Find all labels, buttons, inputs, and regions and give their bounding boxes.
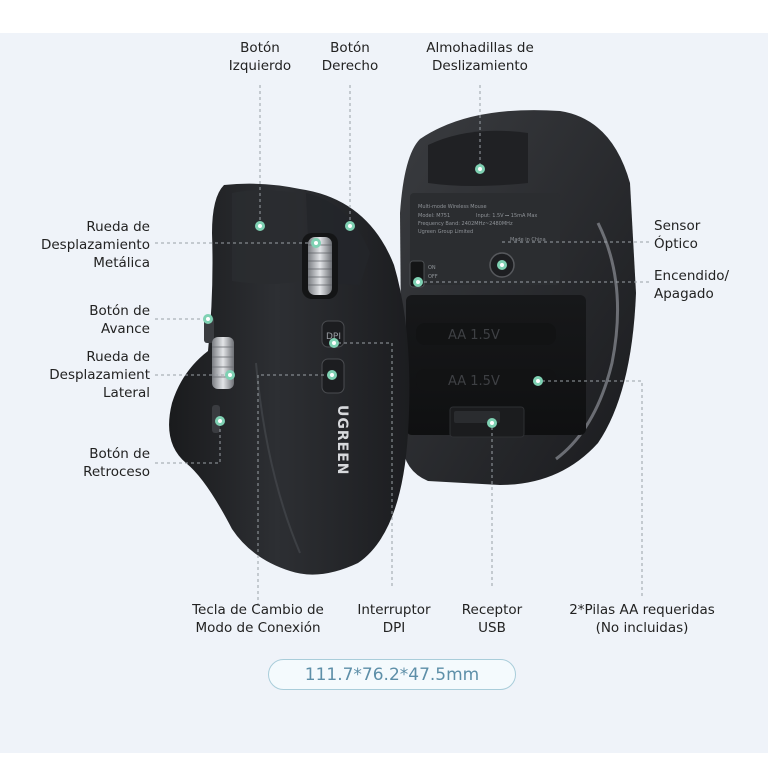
glide-pad-top [428,130,528,186]
label-origin: Made in China [510,237,546,243]
label-batteries: 2*Pilas AA requeridas (No incluidas) [569,602,715,636]
metal-scroll-wheel [308,237,332,295]
mouse-underside: Multi-mode Wireless Mouse Model: M751 In… [400,110,636,485]
label-glide-pads: Almohadillas de Deslizamiento [426,40,534,74]
mouse-top: DPI UGREEN [169,183,410,575]
leader-lines [155,85,650,606]
dimensions-text: 111.7*76.2*47.5mm [304,664,480,685]
product-canvas: Multi-mode Wireless Mouse Model: M751 In… [0,33,768,753]
hotspot-back-button [215,416,225,426]
specs-plate [410,193,560,285]
hotspot-batteries [533,376,543,386]
label-usb-receiver: Receptor USB [461,602,523,636]
hotspot-mode-switch [327,370,337,380]
hotspot-metal-wheel [311,238,321,248]
hotspot-optical-sensor [497,260,507,270]
hotspot-forward-button [203,314,213,324]
hotspot-dpi [329,338,339,348]
specs-text: Multi-mode Wireless Mouse Model: M751 In… [418,204,546,243]
battery-1 [416,323,556,345]
hotspot-glide-pads [475,164,485,174]
label-dpi: Interruptor DPI [357,602,431,636]
brand-logo: UGREEN [334,405,350,475]
dimensions-badge: 111.7*76.2*47.5mm [268,659,516,690]
label-side-wheel: Rueda de Desplazamient Lateral [49,349,150,401]
label-company: Ugreen Group Limited [418,229,473,235]
label-back-button: Botón de Retroceso [83,446,150,480]
dpi-marking: DPI [326,332,341,342]
label-freq: Frequency Band: 2402MHz~2480MHz [418,221,513,227]
battery-marking-2: AA 1.5V [448,374,500,389]
hotspot-side-wheel [225,370,235,380]
label-left-button: Botón Izquierdo [228,40,292,74]
label-mode-switch: Tecla de Cambio de Modo de Conexión [192,602,324,636]
battery-marking-1: AA 1.5V [448,328,500,343]
body-highlight [255,362,301,554]
hotspot-left-button [255,221,265,231]
hotspot-usb-receiver [487,418,497,428]
left-button [232,190,300,284]
mouse-illustration: Multi-mode Wireless Mouse Model: M751 In… [155,85,650,606]
label-optical-sensor: Sensor Óptico [654,218,701,252]
hotspot-power-switch [413,277,423,287]
label-title: Multi-mode Wireless Mouse [418,204,487,210]
label-forward-button: Botón de Avance [89,303,150,337]
label-input: Input: 1.5V ⎓ 15mA Max [476,213,537,219]
hotspots [203,164,543,428]
switch-on-text: ON [428,265,436,271]
label-right-button: Botón Derecho [321,40,379,74]
label-model: Model: M751 [418,213,450,219]
side-wheel [212,337,234,389]
hotspot-right-button [345,221,355,231]
battery-2 [416,369,556,391]
label-metal-wheel: Rueda de Desplazamiento Metálica [40,219,150,271]
switch-off-text: OFF [428,274,438,280]
label-power: Encendido/ Apagado [654,268,730,302]
